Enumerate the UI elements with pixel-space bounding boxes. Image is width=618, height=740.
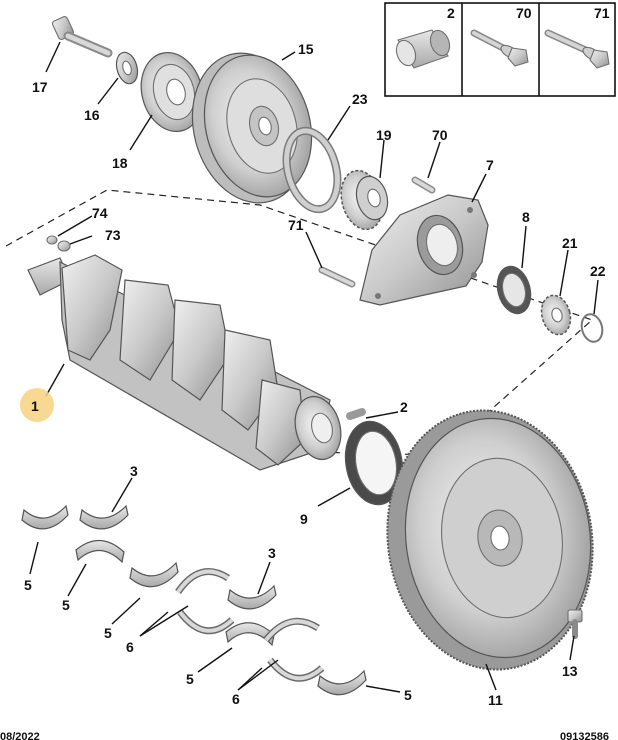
callout-5-b: 5 [62, 597, 70, 613]
bolt-70 [411, 176, 436, 194]
dowel-pin-icon [395, 29, 451, 69]
callout-74: 74 [92, 205, 108, 221]
flywheel-bolt-13 [567, 609, 583, 639]
rear-oil-seal-9 [344, 420, 404, 506]
bearing-shells [21, 504, 367, 696]
callout-8: 8 [522, 209, 530, 225]
callout-6-b: 6 [232, 691, 240, 707]
timing-sprocket-19 [340, 169, 389, 231]
callout-3-upper: 3 [130, 463, 138, 479]
callout-7: 7 [486, 157, 494, 173]
ring-22 [580, 313, 604, 343]
pins-73-74 [46, 235, 71, 252]
leader-lines [29, 41, 599, 693]
bolt-71 [318, 266, 356, 288]
sprocket-21 [540, 294, 572, 336]
callout-71: 71 [288, 217, 304, 233]
callout-5-c: 5 [104, 625, 112, 641]
pulley-bolt-17 [51, 15, 113, 58]
inset-label-71: 71 [594, 5, 610, 21]
callout-23: 23 [352, 91, 368, 107]
target-wheel-23 [282, 126, 342, 214]
inset-bolt-70: 70 [470, 5, 532, 67]
callout-5-a: 5 [24, 577, 32, 593]
callout-15: 15 [298, 41, 314, 57]
callout-3-lower: 3 [268, 545, 276, 561]
callout-6-a: 6 [126, 639, 134, 655]
callout-5-d: 5 [186, 671, 194, 687]
washer-16 [115, 51, 139, 85]
crankshaft-1 [27, 254, 366, 471]
inset-dowel-pin: 2 [395, 5, 455, 69]
callout-2: 2 [400, 399, 408, 415]
callout-18: 18 [112, 155, 128, 171]
callout-labels: 17 16 15 18 23 19 70 7 74 73 71 8 21 22 … [24, 41, 606, 708]
callout-11: 11 [488, 692, 503, 708]
footer-reference: 09132586 [560, 731, 609, 740]
callout-13: 13 [562, 663, 578, 679]
thrust-washers [175, 568, 325, 682]
callout-1: 1 [31, 398, 39, 414]
inset-box: 2 70 71 [384, 2, 616, 97]
callout-21: 21 [562, 235, 578, 251]
callout-22: 22 [590, 263, 606, 279]
oil-seal-8 [496, 265, 532, 315]
bolt-long-icon [544, 29, 610, 69]
callout-19: 19 [376, 127, 392, 143]
callout-9: 9 [300, 511, 308, 527]
flywheel-11 [386, 409, 594, 671]
bolt-flanged-icon [470, 29, 529, 67]
callout-5-e: 5 [404, 687, 412, 703]
inset-label-70: 70 [516, 5, 532, 21]
front-cover-7 [359, 194, 489, 306]
inset-bolt-71: 71 [544, 5, 610, 69]
highlight-callout-1 [20, 388, 54, 422]
callout-70: 70 [432, 127, 448, 143]
footer-date: 08/2022 [0, 731, 40, 740]
callout-73: 73 [105, 227, 121, 243]
inset-label-2: 2 [447, 5, 455, 21]
callout-17: 17 [32, 79, 48, 95]
callout-16: 16 [84, 107, 100, 123]
